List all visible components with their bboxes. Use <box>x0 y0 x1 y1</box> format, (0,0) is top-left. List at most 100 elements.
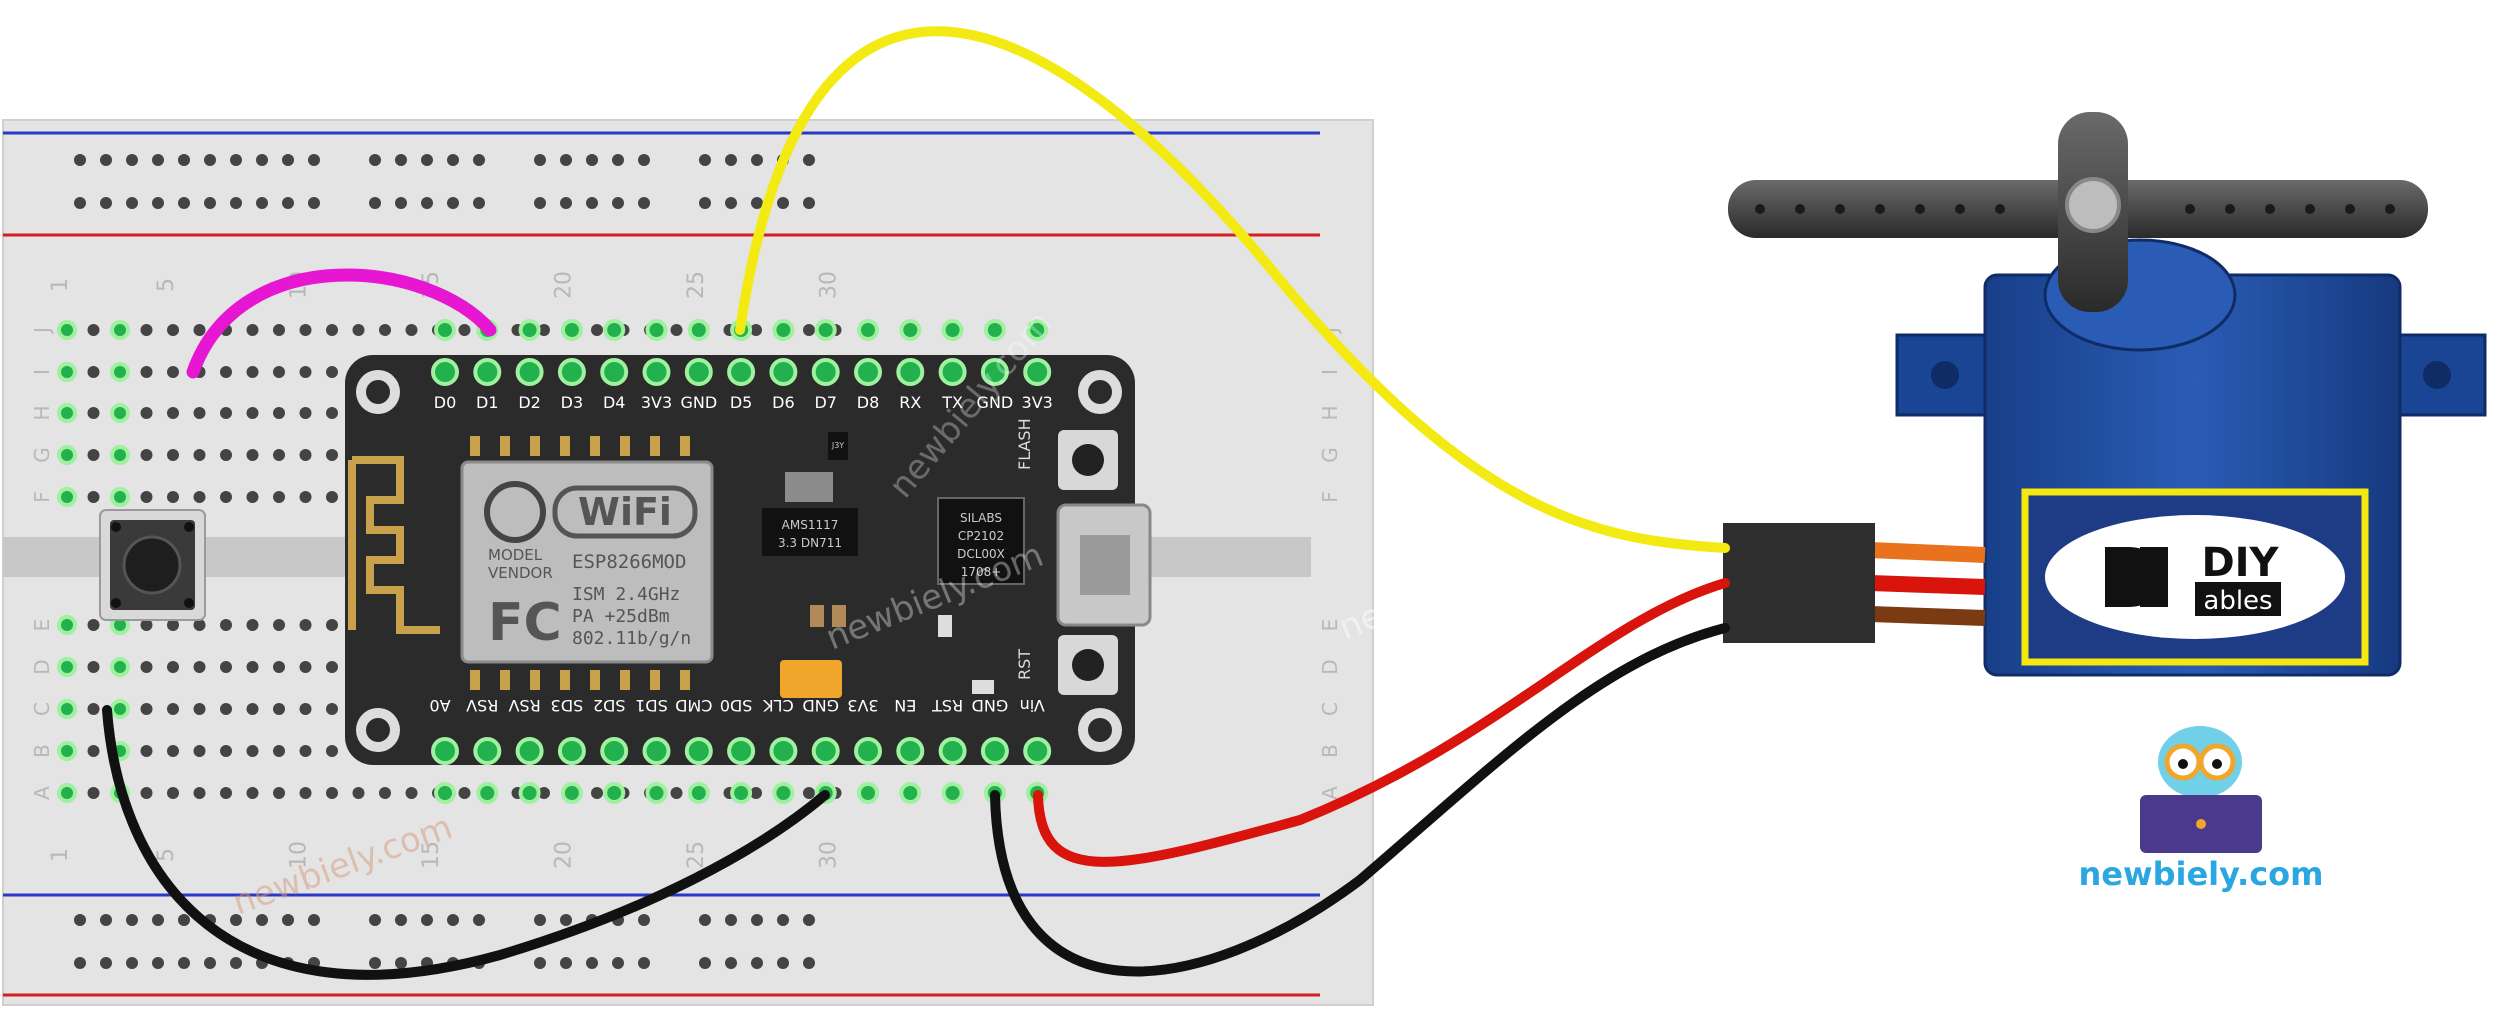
top-header-pin[interactable] <box>431 358 459 386</box>
breadboard-hole <box>326 366 338 378</box>
bottom-header-pin[interactable] <box>515 737 544 765</box>
breadboard-hole <box>87 407 100 419</box>
breadboard-hole <box>299 703 312 715</box>
top-header-pin[interactable] <box>1023 358 1052 386</box>
breadboard-hole <box>326 703 338 715</box>
rail-hole <box>777 197 789 209</box>
breadboard-hole <box>670 787 683 799</box>
top-header-pin[interactable] <box>557 358 586 386</box>
breadboard-hole <box>140 366 153 378</box>
bottom-header-pin[interactable] <box>854 737 882 765</box>
rail-hole <box>152 197 164 209</box>
rail-hole <box>230 957 242 969</box>
breadboard-hole <box>57 657 77 677</box>
breadboard-hole <box>220 407 232 419</box>
breadboard-hole <box>193 619 206 631</box>
column-number: 30 <box>817 841 842 869</box>
breadboard-hole <box>273 491 285 503</box>
top-header-pin[interactable] <box>600 358 629 386</box>
breadboard-hole <box>57 615 77 635</box>
push-button[interactable] <box>99 509 206 621</box>
bottom-pin-label: SD1 <box>635 696 668 715</box>
row-letter: G <box>30 447 54 463</box>
bottom-header-pin[interactable] <box>938 737 967 765</box>
bottom-header-pin[interactable] <box>557 737 586 765</box>
row-letter: C <box>30 702 54 716</box>
regulator-chip <box>762 508 858 556</box>
top-header-pin[interactable] <box>938 358 967 386</box>
bottom-header-pin[interactable] <box>896 737 925 765</box>
breadboard-hole <box>591 787 603 799</box>
module-spec-3: 802.11b/g/n <box>572 628 691 649</box>
top-header-pin[interactable] <box>896 358 925 386</box>
top-header-pin[interactable] <box>684 358 713 386</box>
fc-mark: FC <box>488 593 562 653</box>
servo-lead-brown <box>1869 606 1986 626</box>
breadboard-pin-hole <box>899 319 922 341</box>
row-letter: E <box>30 619 54 632</box>
rail-hole <box>534 914 546 926</box>
breadboard-hole <box>220 366 232 378</box>
top-pin-label: D3 <box>561 393 584 412</box>
rail-hole <box>421 914 433 926</box>
rail-hole <box>178 957 190 969</box>
breadboard-hole <box>140 449 153 461</box>
regulator-label-1: AMS1117 <box>782 518 839 532</box>
bottom-header-pin[interactable] <box>600 737 629 765</box>
breadboard-hole <box>167 703 179 715</box>
horn-hole <box>1755 204 1765 214</box>
flash-button[interactable] <box>1072 444 1104 476</box>
top-header-pin[interactable] <box>473 358 502 386</box>
bottom-header-pin[interactable] <box>642 737 671 765</box>
top-header-pin[interactable] <box>854 358 882 386</box>
bottom-header-pin[interactable] <box>727 737 756 765</box>
rail-hole <box>612 197 624 209</box>
breadboard-pin-hole <box>560 782 583 804</box>
bottom-header-pin[interactable] <box>1023 737 1052 765</box>
bottom-header-pin[interactable] <box>769 737 798 765</box>
bottom-pin-label: A0 <box>429 696 450 715</box>
breadboard-hole <box>299 661 312 673</box>
breadboard-hole <box>352 787 365 799</box>
breadboard-hole <box>140 787 153 799</box>
rail-hole <box>777 914 789 926</box>
servo-horn[interactable] <box>1728 112 2428 312</box>
bottom-header-pin[interactable] <box>980 737 1009 765</box>
top-header-pin[interactable] <box>769 358 798 386</box>
rail-hole <box>395 957 407 969</box>
bottom-header-pin[interactable] <box>811 737 840 765</box>
top-header-pin[interactable] <box>811 358 840 386</box>
rail-hole <box>473 197 485 209</box>
micro-usb-opening <box>1080 535 1130 595</box>
breadboard-hole <box>299 745 312 757</box>
rail-hole <box>586 154 598 166</box>
button-cap[interactable] <box>122 535 182 595</box>
top-pin-label: D4 <box>603 393 626 412</box>
breadboard-pin-hole <box>857 782 879 804</box>
top-header-pin[interactable] <box>980 358 1009 386</box>
column-number: 5 <box>154 848 179 862</box>
module-pad <box>590 436 600 456</box>
breadboard-hole <box>591 324 603 336</box>
breadboard-pin-hole <box>772 319 795 341</box>
top-header-pin[interactable] <box>515 358 544 386</box>
breadboard-hole <box>220 745 232 757</box>
bottom-header-pin[interactable] <box>473 737 502 765</box>
rst-button[interactable] <box>1072 649 1104 681</box>
breadboard-hole <box>110 320 130 340</box>
rail-hole <box>560 154 572 166</box>
servo-mount-hole-right <box>2423 361 2451 389</box>
bottom-pin-label: EN <box>894 696 916 715</box>
bottom-header-pin[interactable] <box>684 737 713 765</box>
top-header-pin[interactable] <box>727 358 756 386</box>
module-pad <box>650 436 660 456</box>
top-header-pin[interactable] <box>642 358 671 386</box>
diy-ables-logo-mark <box>2105 547 2168 607</box>
rail-hole <box>256 914 268 926</box>
bottom-header-pin[interactable] <box>431 737 459 765</box>
row-letter: I <box>30 369 54 375</box>
breadboard-pin-hole <box>857 319 879 341</box>
module-pad <box>500 436 510 456</box>
newbiely-brand: newbiely.com <box>2079 726 2323 893</box>
breadboard-hole <box>193 661 206 673</box>
